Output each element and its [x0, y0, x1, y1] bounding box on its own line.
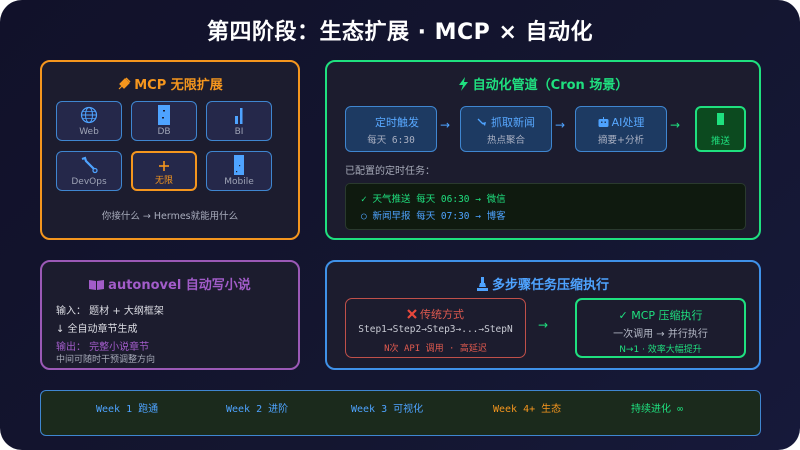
cron-panel-title: 自动化管道（Cron 场景） [472, 78, 629, 93]
mcp-tile-label: BI [234, 127, 244, 137]
pipeline-step-push[interactable]: 推送 [695, 106, 746, 152]
mcp-compress-box: ✓ MCP 压缩执行 一次调用 → 并行执行 N→1 · 效率大幅提升 [575, 298, 746, 358]
mcp-compress-flow: 一次调用 → 并行执行 [613, 329, 708, 340]
mcp-compress-title: ✓ MCP 压缩执行 [618, 309, 703, 322]
bar-chart-icon [207, 105, 271, 125]
pipeline-step-ai[interactable]: AI处理 摘要+分析 [575, 106, 667, 152]
roadmap-timeline: Week 1 跑通 Week 2 进阶 Week 3 可视化 Week 4+ 生… [40, 390, 761, 436]
plug-icon [117, 77, 131, 91]
mcp-tile-bi[interactable]: BI [206, 101, 272, 141]
mcp-tile-unlimited[interactable]: 无限 [131, 151, 197, 191]
wrench-icon [57, 155, 121, 175]
step-subtitle: 热点聚合 [486, 135, 525, 146]
database-icon [132, 105, 196, 125]
page-title: 第四阶段：生态扩展 · MCP × 自动化 [206, 20, 594, 45]
mcp-tile-web[interactable]: Web [56, 101, 122, 141]
mcp-tile-db[interactable]: DB [131, 101, 197, 141]
mcp-tile-devops[interactable]: DevOps [56, 151, 122, 191]
mcp-tile-label: Web [79, 127, 99, 137]
broom-icon [477, 117, 487, 127]
book-icon [89, 279, 105, 290]
pipeline-arrow: → [440, 118, 451, 132]
mobile-icon [207, 155, 271, 175]
mcp-panel-header: MCP 无限扩展 [42, 74, 298, 93]
pipeline-arrow: → [670, 118, 681, 132]
job-text: 新闻早报 每天 07:30 → 博客 [372, 211, 506, 222]
cron-panel-header: 自动化管道（Cron 场景） [327, 74, 759, 93]
configured-jobs-label: 已配置的定时任务： [345, 166, 435, 177]
step-title: 抓取新闻 [461, 114, 551, 130]
novel-input: 输入： 题材 + 大纲框架 [56, 306, 164, 317]
traditional-note: N次 API 调用 · 高延迟 [384, 344, 487, 354]
mcp-panel-title: MCP 无限扩展 [134, 78, 223, 93]
timeline-week-4: Week 4+ 生态 [493, 404, 562, 415]
step-title: AI处理 [576, 114, 666, 130]
scheduled-jobs-list: ✓ 天气推送 每天 06:30 → 微信 ○ 新闻早报 每天 07:30 → 博… [345, 183, 746, 230]
robot-icon [598, 117, 609, 127]
compress-panel-header: 多步骤任务压缩执行 [327, 274, 759, 293]
traditional-flow: Step1→Step2→Step3→...→StepN [358, 324, 513, 335]
mcp-panel: MCP 无限扩展 Web DB BI DevOps [40, 60, 300, 240]
globe-icon [57, 105, 121, 125]
timeline-week-2: Week 2 进阶 [226, 404, 289, 415]
pipeline-arrow: → [555, 118, 566, 132]
timeline-continuous: 持续进化 ∞ [631, 404, 684, 415]
step-subtitle: 推送 [710, 136, 730, 147]
job-status-icon: ✓ [361, 194, 367, 205]
compare-arrow: → [538, 318, 549, 332]
mcp-compress-note: N→1 · 效率大幅提升 [619, 345, 702, 355]
pipeline-step-trigger[interactable]: 定时触发 每天 6:30 [345, 106, 437, 152]
x-icon [407, 309, 417, 319]
job-status-icon: ○ [361, 211, 367, 222]
mcp-footer-text: 你接什么 → Hermes就能用什么 [101, 211, 239, 222]
compress-panel-title: 多步骤任务压缩执行 [491, 278, 609, 293]
pipeline-step-fetch[interactable]: 抓取新闻 热点聚合 [460, 106, 552, 152]
lightning-icon [458, 77, 469, 91]
mcp-tile-label: 无限 [154, 176, 173, 186]
novel-process: ↓ 全自动章节生成 [56, 324, 138, 335]
mcp-tile-label: Mobile [224, 177, 254, 187]
mcp-tile-label: DevOps [71, 177, 107, 187]
timeline-week-3: Week 3 可视化 [351, 404, 424, 415]
scheduled-job[interactable]: ○ 新闻早报 每天 07:30 → 博客 [361, 208, 506, 222]
mcp-tile-mobile[interactable]: Mobile [206, 151, 272, 191]
compress-panel: 多步骤任务压缩执行 传统方式 Step1→Step2→Step3→...→Ste… [325, 260, 761, 370]
step-subtitle: 摘要+分析 [598, 135, 644, 146]
plus-icon [133, 156, 195, 176]
autonovel-panel-title: autonovel 自动写小说 [108, 278, 251, 293]
autonovel-panel-header: autonovel 自动写小说 [42, 274, 298, 293]
step-title: 定时触发 [375, 116, 419, 129]
mcp-tile-label: DB [157, 127, 171, 137]
microscope-icon [476, 277, 488, 291]
phone-icon [697, 113, 744, 125]
cron-panel: 自动化管道（Cron 场景） 定时触发 每天 6:30 → 抓取新闻 热点聚合 … [325, 60, 761, 240]
autonovel-panel: autonovel 自动写小说 输入： 题材 + 大纲框架 ↓ 全自动章节生成 … [40, 260, 300, 370]
traditional-method-box: 传统方式 Step1→Step2→Step3→...→StepN N次 API … [345, 298, 526, 358]
traditional-title: 传统方式 [346, 306, 525, 322]
job-text: 天气推送 每天 06:30 → 微信 [372, 194, 506, 205]
timeline-week-1: Week 1 跑通 [96, 404, 159, 415]
novel-note: 中间可随时干预调整方向 [56, 355, 156, 365]
scheduled-job[interactable]: ✓ 天气推送 每天 06:30 → 微信 [361, 191, 506, 205]
novel-output: 输出： 完整小说章节 [56, 342, 150, 353]
step-subtitle: 每天 6:30 [367, 135, 415, 146]
